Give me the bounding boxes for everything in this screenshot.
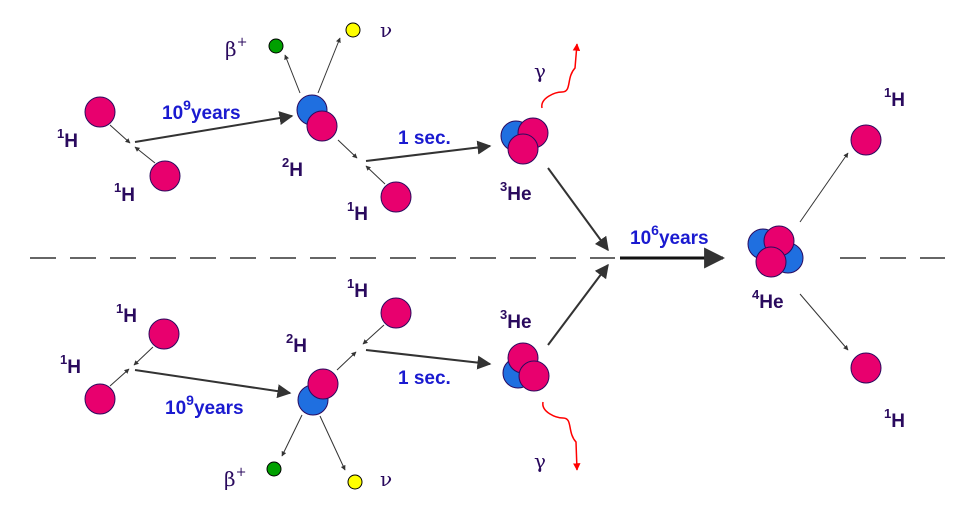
arrow-proton-top-1-in [109, 124, 131, 144]
helium3-bottom-proton-b [518, 360, 550, 392]
positron-top [268, 38, 284, 54]
label-1H-bottom-c: 1H [347, 276, 368, 302]
arrow-pp-top [134, 111, 294, 143]
arrow-proton-top-2-in [134, 146, 156, 164]
positron-label-bottom: β+ [224, 465, 246, 491]
arrow-proton-bottom-1-in [133, 346, 154, 366]
label-1H-bottom-b: 1H [60, 352, 81, 378]
arrow-neutrino-bottom [319, 415, 346, 471]
label-2H-bottom: 2H [286, 331, 307, 357]
arrow-neutrino-top [317, 37, 341, 94]
helium3-top-proton-b [507, 133, 539, 165]
time-label-dp-bottom: 1 sec. [398, 368, 451, 389]
proton-top-3 [380, 181, 412, 213]
label-1H-out-bottom: 1H [884, 406, 905, 432]
label-4He: 4He [752, 287, 784, 313]
positron-label-top: β+ [225, 35, 247, 61]
arrow-positron-bottom [281, 414, 303, 457]
label-1H-top-c: 1H [347, 199, 368, 225]
gamma-wave-bottom [542, 401, 581, 471]
neutrino-label-top: ν [380, 18, 392, 42]
proton-top-1 [84, 96, 116, 128]
arrow-proton-bottom-3-in [362, 324, 385, 345]
label-1H-top-b: 1H [114, 180, 135, 206]
label-1H-bottom-a: 1H [116, 301, 137, 327]
deuterium-bottom-proton [307, 368, 339, 400]
arrow-he3-top-merge [547, 167, 609, 252]
arrow-proton-bottom-2-in [109, 368, 130, 387]
gamma-label-bottom: γ [534, 449, 546, 473]
label-1H-out-top: 1H [884, 85, 905, 111]
arrow-deuterium-top-down [337, 139, 358, 159]
arrow-he3-bottom-merge [547, 263, 609, 346]
proton-out-bottom [850, 352, 882, 384]
time-label-pp-top: 109years [162, 97, 241, 124]
proton-out-top [850, 124, 882, 156]
label-3He-top: 3He [500, 179, 532, 205]
arrow-proton-out-bottom [799, 293, 849, 351]
proton-bottom-2 [84, 383, 116, 415]
arrow-dp-top [365, 140, 492, 162]
neutrino-bottom [347, 474, 363, 490]
positron-bottom [266, 461, 282, 477]
proton-bottom-3 [380, 297, 412, 329]
gamma-wave-top [541, 43, 581, 109]
neutrino-label-bottom: ν [380, 467, 392, 491]
proton-top-2 [149, 160, 181, 192]
neutrino-top [345, 22, 361, 38]
arrow-deuterium-bottom-up [336, 351, 357, 371]
arrow-positron-top [284, 54, 301, 94]
time-label-pp-bottom: 109years [165, 392, 244, 419]
label-3He-bottom: 3He [500, 307, 532, 333]
arrow-proton-out-top [799, 152, 849, 223]
arrow-dp-bottom [365, 349, 492, 370]
deuterium-top-proton [306, 110, 338, 142]
proton-bottom-1 [148, 318, 180, 350]
label-2H-top: 2H [282, 155, 303, 181]
gamma-label-top: γ [534, 59, 546, 83]
arrow-proton-top-3-in [365, 165, 386, 185]
label-1H-top-a: 1H [57, 126, 78, 152]
time-label-he3he3: 106years [630, 222, 709, 249]
time-label-dp-top: 1 sec. [398, 128, 451, 149]
helium4-proton-b [755, 246, 787, 278]
arrow-pp-bottom [134, 369, 292, 399]
